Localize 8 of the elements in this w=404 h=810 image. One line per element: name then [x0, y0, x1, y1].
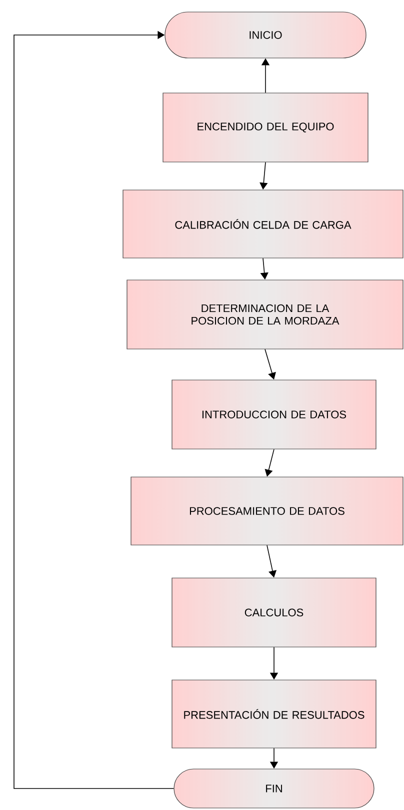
process-box: INTRODUCCION DE DATOS: [172, 380, 376, 450]
process-box: DETERMINACION DE LA POSICION DE LA MORDAZA: [126, 280, 404, 350]
process-box: CALCULOS: [172, 578, 376, 648]
process-box: CALIBRACIÓN CELDA DE CARGA: [122, 190, 404, 258]
process-box: PROCESAMIENTO DE DATOS: [130, 476, 404, 546]
process-box: PRESENTACIÓN DE RESULTADOS: [172, 680, 376, 748]
process-box: ENCENDIDO DEL EQUIPO: [162, 92, 368, 162]
arrow: [14, 30, 174, 789]
